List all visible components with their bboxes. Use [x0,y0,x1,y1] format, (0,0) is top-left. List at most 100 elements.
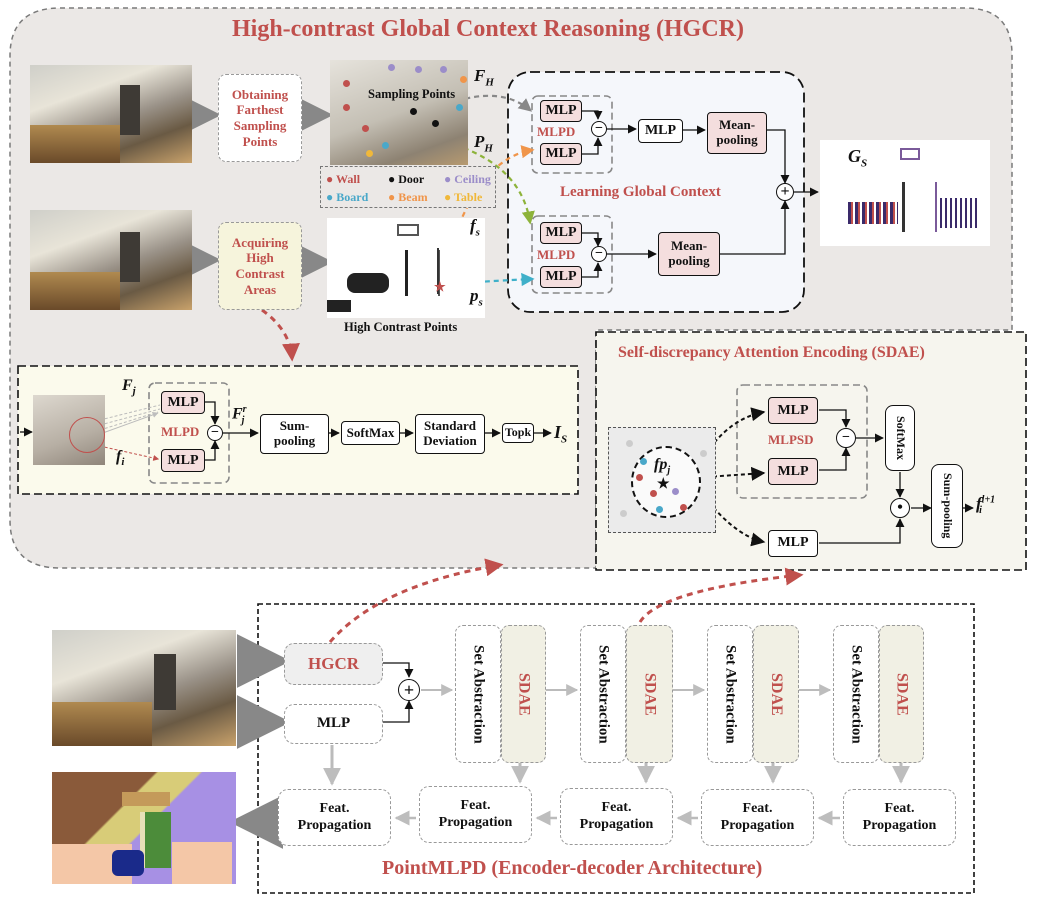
sdae-point-6 [680,504,687,511]
board-point-2 [382,142,389,149]
mlpd-sum-pooling: Sum-pooling [260,414,329,454]
feat-prop-2: Feat. Propagation [419,786,532,843]
symbol-F_j_r: Frj [232,404,247,426]
global-plus: + [776,183,794,201]
feat-prop-5: Feat. Propagation [843,789,956,846]
sdae-point-9 [620,510,627,517]
sdae-title: Self-discrepancy Attention Encoding (SDA… [618,344,925,361]
sdae-block-4: SDAE [879,625,924,763]
pipeline-mlp-box: MLP [284,704,383,744]
mlpd-topk: Topk [502,423,534,443]
legend-board: ● Board [326,190,369,204]
mlpd-block-label: MLPD [161,424,200,439]
set-abstraction-1: Set Abstraction [455,625,501,763]
set-abstraction-3: Set Abstraction [707,625,753,763]
sdae-point-2 [636,474,643,481]
board-point-1 [456,104,463,111]
legend-door: ● Door [388,172,425,186]
segmentation-output [52,772,236,884]
sdae-block-2: SDAE [626,625,673,763]
symbol-fp_j: fpj [654,456,671,477]
pipeline-plus: + [398,679,420,701]
global-mlpd-top-label: MLPD [537,124,576,139]
sdae-mlp-mid: MLP [768,458,818,485]
symbol-f_i: fi [116,448,125,469]
legend-table: ● Table [444,190,483,204]
input-room-photo [52,630,236,746]
obtaining-farthest-sampling-box: Obtaining Farthest Sampling Points [218,74,302,162]
symbol-f_s: fs [470,216,480,239]
legend-ceiling: ● Ceiling [444,172,491,186]
room-photo-top [30,65,192,163]
sdae-point-1 [640,458,647,465]
sdae-mlp-top: MLP [768,397,818,424]
wall-point-1 [343,80,350,87]
pipeline-title: PointMLPD (Encoder-decoder Architecture) [382,857,763,879]
sdae-dot-product: • [890,498,910,518]
global-mlp-mid: MLP [638,119,683,143]
mlpd-standard-deviation: Standard Deviation [415,414,485,454]
learning-global-context-label: Learning Global Context [560,184,721,200]
wall-point-3 [362,125,369,132]
symbol-G_S: GS [848,146,868,170]
sdae-point-3 [650,490,657,497]
sdae-point-4 [672,488,679,495]
set-abstraction-2: Set Abstraction [580,625,626,763]
beam-point-1 [460,76,467,83]
sdae-block-3: SDAE [753,625,799,763]
sampling-points-label: Sampling Points [368,87,456,101]
set-abstraction-4: Set Abstraction [833,625,879,763]
room-photo-mid [30,210,192,310]
global-mlp-bot-2: MLP [540,266,582,288]
symbol-P_H: PH [474,132,493,155]
sdae-mlp-bottom: MLP [768,530,818,557]
sdae-point-7 [626,440,633,447]
sampling-points-image [330,60,468,165]
sdae-center-star: ★ [657,477,670,492]
hgcr-title: High-contrast Global Context Reasoning (… [232,16,744,42]
ceiling-point-1 [388,64,395,71]
high-contrast-points-label: High Contrast Points [344,320,458,334]
global-mean-pooling-bot: Mean-pooling [658,232,720,276]
high-contrast-star: ★ [434,279,446,294]
ceiling-point-2 [415,66,422,73]
sdae-block-1: SDAE [501,625,546,763]
feat-prop-4: Feat. Propagation [701,789,814,846]
high-contrast-image [327,218,485,318]
global-minus-bot: − [591,246,607,262]
mlpd-block-mlp-bot: MLP [161,449,205,472]
symbol-p_s: ps [470,286,483,309]
global-mlp-top-1: MLP [540,100,582,122]
legend-wall: ● Wall [326,172,361,186]
class-legend [320,166,496,208]
sdae-point-8 [700,450,707,457]
pipeline-hgcr-box: HGCR [284,643,383,685]
symbol-I_S: IS [554,422,568,446]
ceiling-point-3 [440,66,447,73]
legend-beam: ● Beam [388,190,428,204]
sdae-mlpsd-label: MLPSD [768,432,814,447]
symbol-F_j: Fj [122,377,136,398]
sdae-point-5 [656,506,663,513]
global-mlpd-bot-label: MLPD [537,247,576,262]
feat-prop-1: Feat. Propagation [278,789,391,846]
sdae-softmax: SoftMax [885,405,915,471]
door-point-1 [410,108,417,115]
mlpd-block-mlp-top: MLP [161,391,205,414]
neighborhood-image [33,395,105,465]
wall-point-2 [343,104,350,111]
symbol-F_H: FH [474,66,494,89]
global-context-output-image [820,140,990,246]
global-mlp-bot-1: MLP [540,222,582,244]
symbol-f_out: fl+1i [976,494,996,517]
sdae-sum-pooling: Sum-pooling [931,464,963,548]
table-point-1 [366,150,373,157]
acquiring-high-contrast-box: Acquiring High Contrast Areas [218,222,302,310]
sdae-minus: − [836,428,856,448]
mlpd-softmax: SoftMax [341,421,400,445]
mlpd-block-minus: − [207,425,223,441]
door-point-2 [432,120,439,127]
global-mlp-top-2: MLP [540,143,582,165]
global-mean-pooling-top: Mean-pooling [707,112,767,154]
global-minus-top: − [591,121,607,137]
